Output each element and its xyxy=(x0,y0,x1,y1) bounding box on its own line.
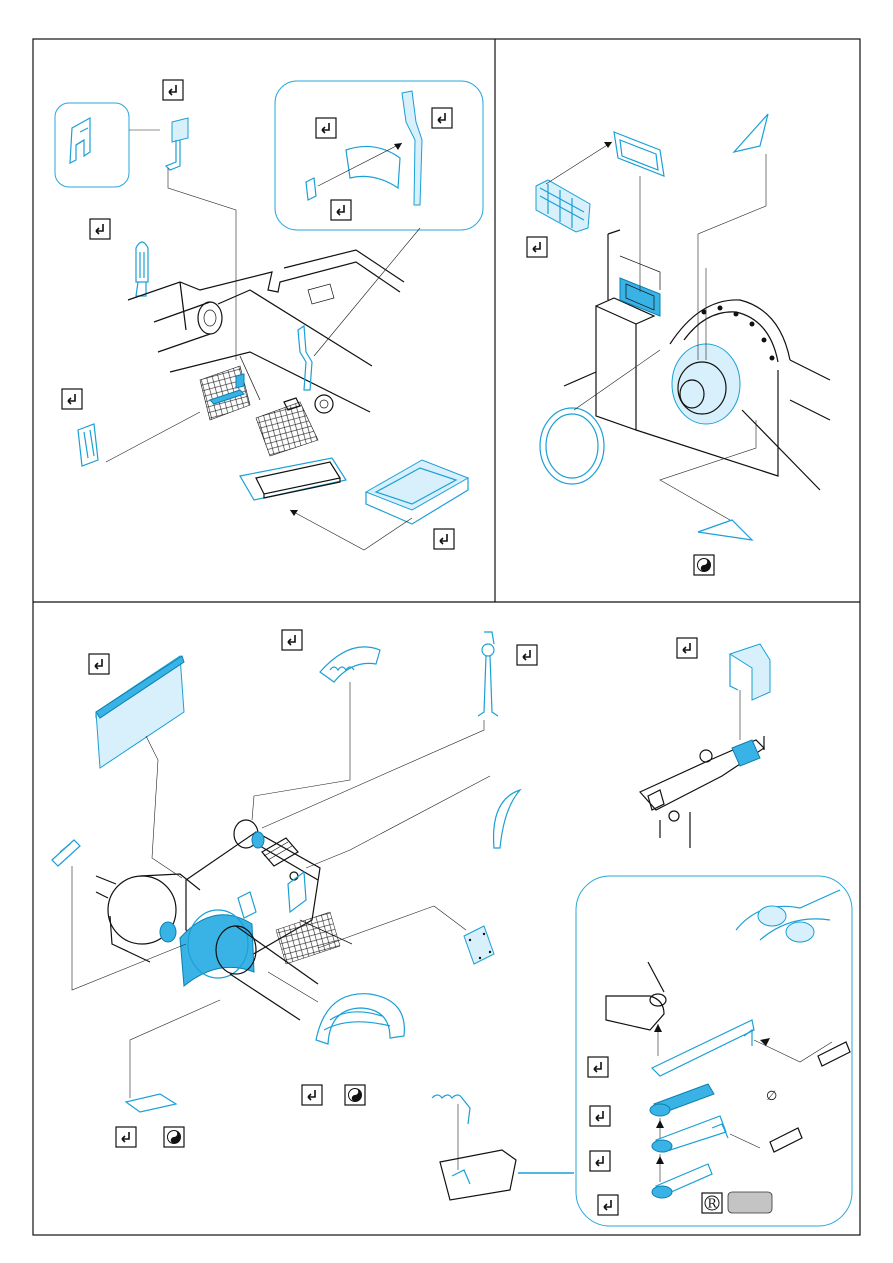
panel-top-right xyxy=(527,114,830,575)
detail-bubble-small xyxy=(55,103,129,187)
bend-arrow-icon xyxy=(432,108,452,128)
bend-arrow-icon xyxy=(90,219,110,239)
cage-part xyxy=(730,644,770,700)
bend-arrow-icon xyxy=(163,80,183,100)
bend-arrow-icon xyxy=(62,389,82,409)
mesh-bracket-part xyxy=(166,118,188,170)
circled-R-icon: R xyxy=(702,1193,722,1213)
detail-bubble-lever xyxy=(275,81,483,230)
small-bracket-part xyxy=(52,840,80,866)
pedal-part-lower xyxy=(78,412,200,466)
yin-yang-paint-icon xyxy=(164,1127,184,1147)
bend-arrow-icon xyxy=(89,654,109,674)
triangle-part-lower xyxy=(698,520,752,540)
arc-part xyxy=(494,790,520,848)
bend-arrow-icon xyxy=(590,1106,610,1126)
bend-arrow-icon xyxy=(677,638,697,658)
linkage-detail xyxy=(606,890,850,1198)
grille-part xyxy=(536,180,590,232)
panel-top-left xyxy=(55,80,483,550)
bend-arrow-icon xyxy=(316,118,336,138)
bracket-detail xyxy=(70,118,90,163)
hull-structure xyxy=(128,250,404,500)
spring-part xyxy=(432,1095,516,1200)
grey-swatch xyxy=(728,1192,772,1213)
triangle-part xyxy=(734,114,768,152)
bend-arrow-icon xyxy=(302,1085,322,1105)
toothed-arc-part xyxy=(320,647,380,682)
bend-arrow-icon xyxy=(282,630,302,650)
ring-part xyxy=(540,408,604,484)
handle-part xyxy=(478,632,498,716)
bend-arrow-icon xyxy=(517,645,537,665)
bend-arrow-icon xyxy=(331,200,351,220)
breech-detail xyxy=(640,690,764,848)
yin-yang-paint-icon xyxy=(345,1085,365,1105)
pedal-part xyxy=(136,242,148,296)
bend-arrow-icon xyxy=(590,1151,610,1171)
frame-part xyxy=(614,132,664,176)
bend-arrow-icon xyxy=(434,529,454,549)
bend-arrow-icon xyxy=(116,1127,136,1147)
bend-arrow-icon xyxy=(598,1195,618,1215)
resin-mark-label: R xyxy=(708,1197,718,1211)
angle-bracket-part xyxy=(126,1094,176,1112)
bend-arrow-icon xyxy=(527,237,547,257)
curved-shield-part xyxy=(316,994,404,1044)
riveted-plate-part xyxy=(464,926,494,964)
yin-yang-paint-icon xyxy=(694,555,714,575)
lever-part xyxy=(306,91,422,205)
panel-bottom: ∅ R xyxy=(52,630,852,1226)
bend-arrow-icon xyxy=(588,1057,608,1077)
gun-assembly xyxy=(96,820,352,1020)
diameter-mark: ∅ xyxy=(766,1089,777,1104)
